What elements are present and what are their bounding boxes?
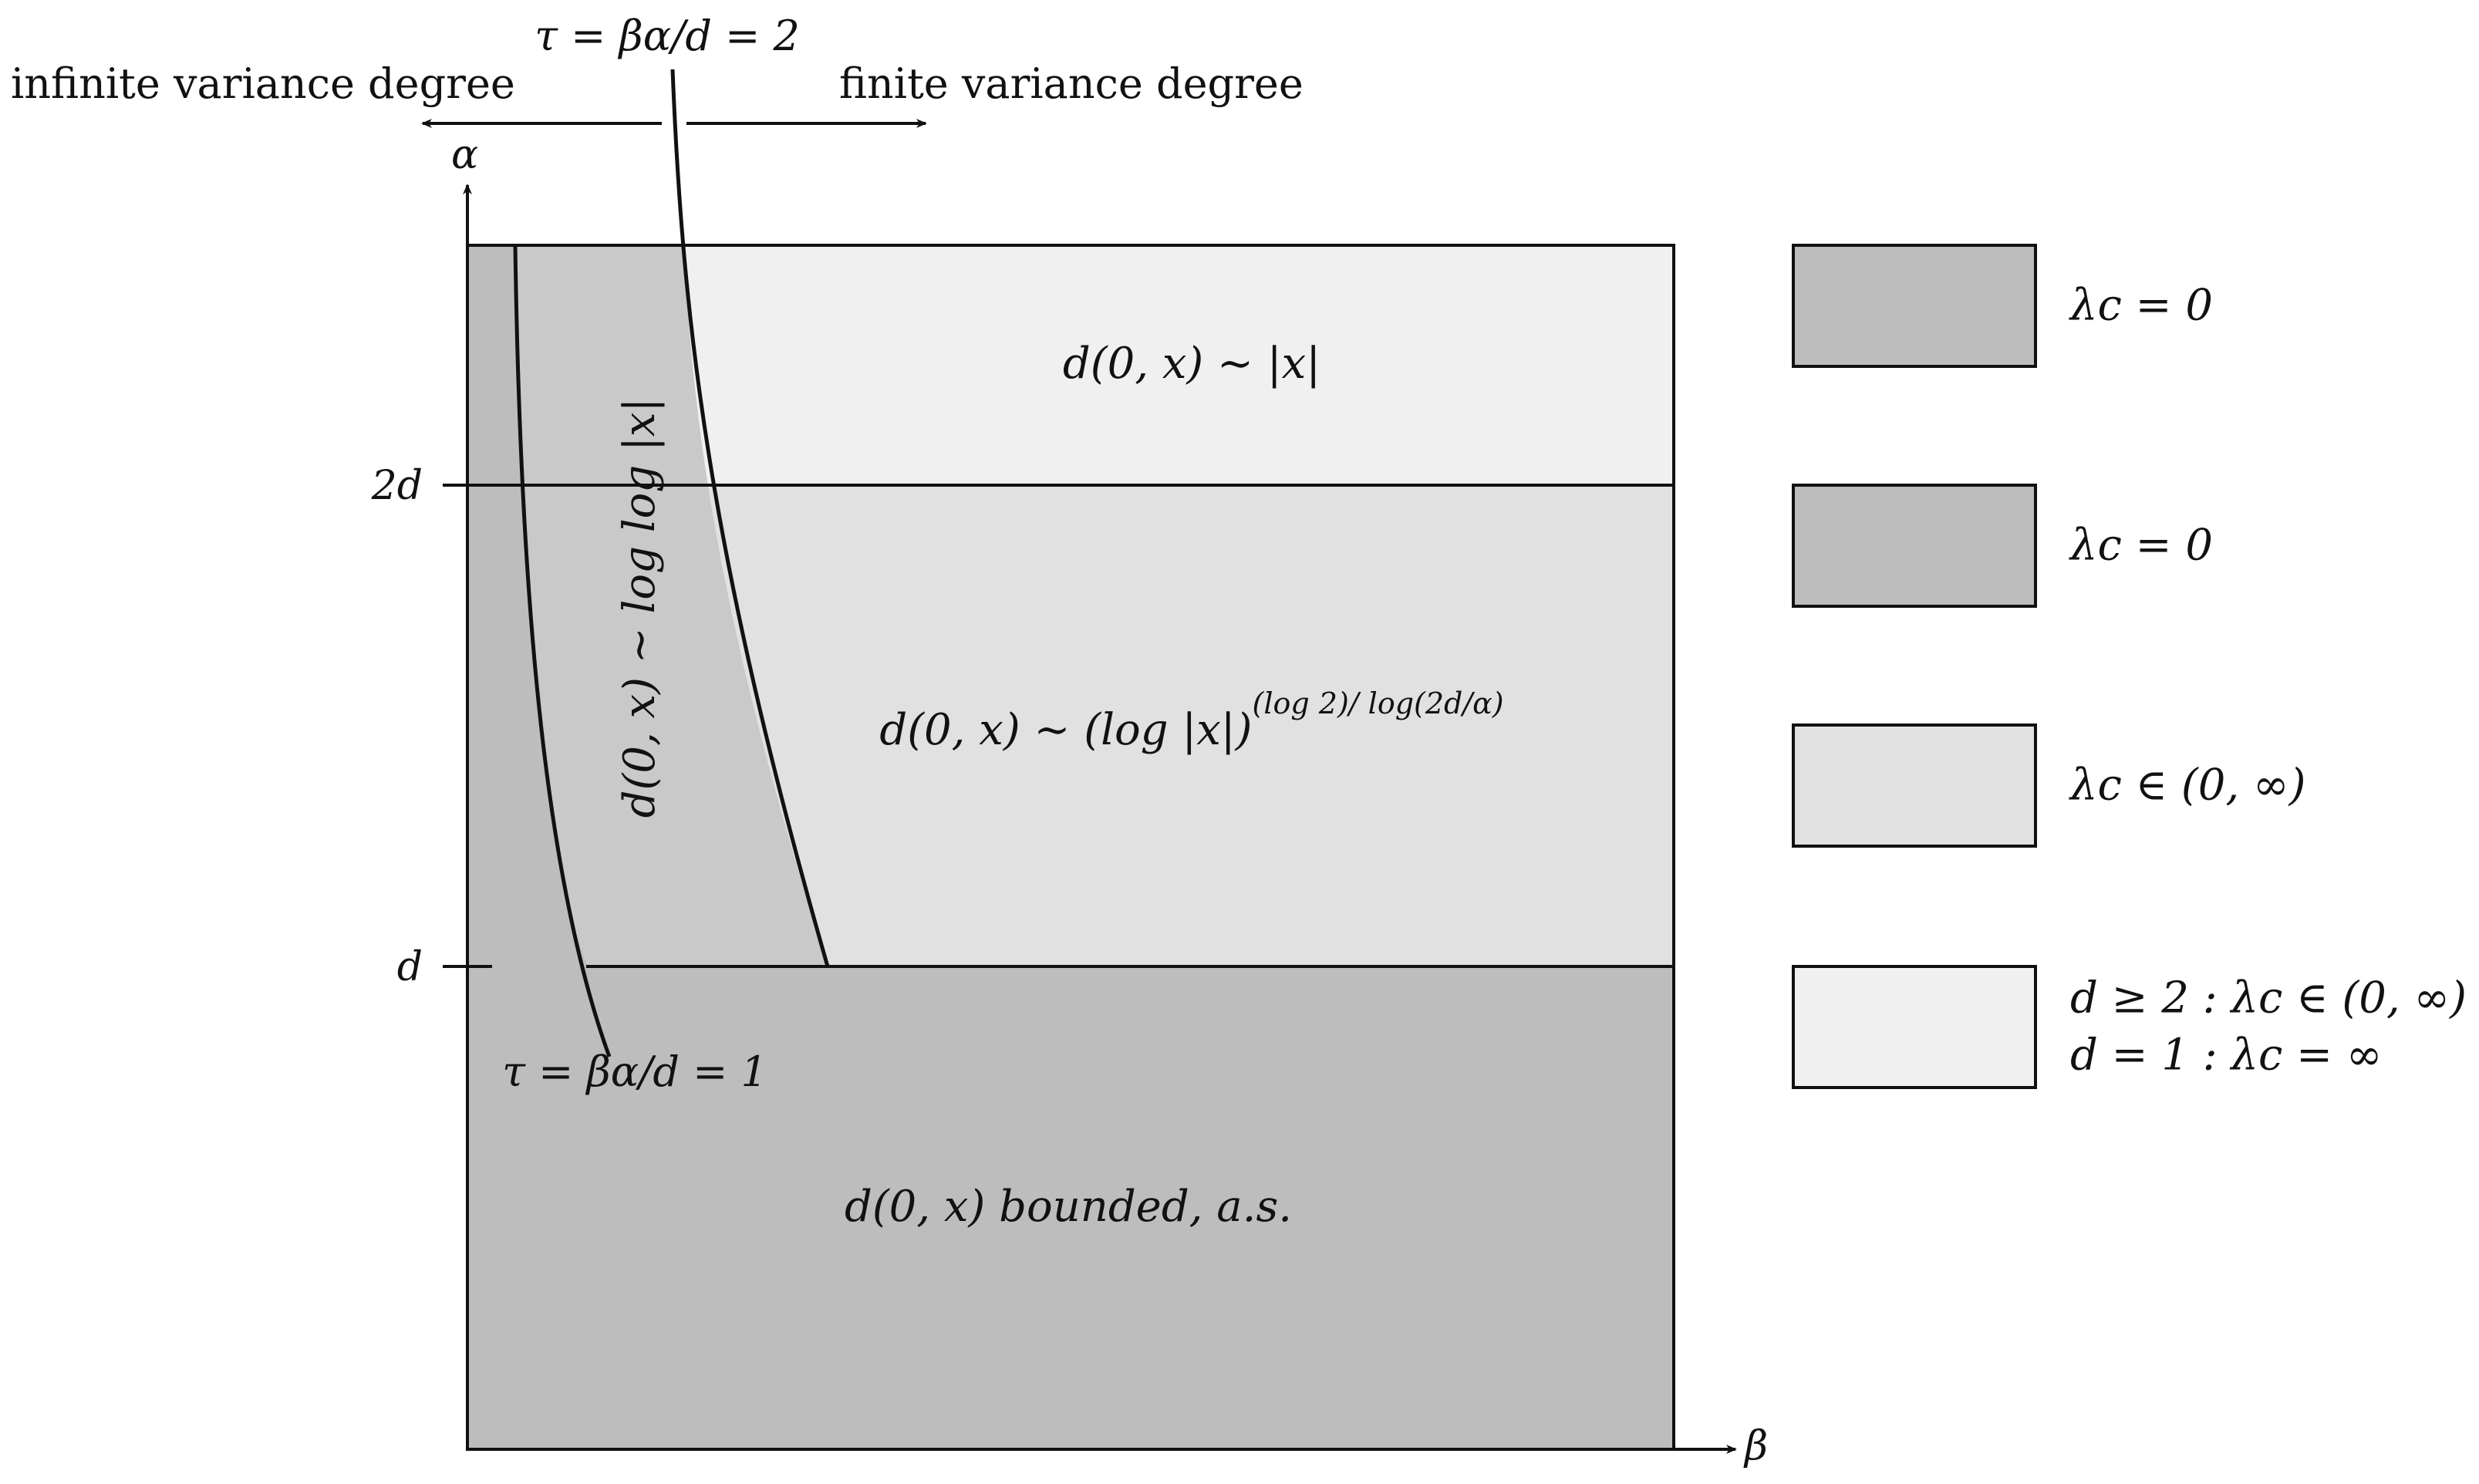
region-bottom-label: d(0, x) bounded, a.s.	[845, 1182, 1292, 1232]
curve-tau-1	[513, 245, 612, 1057]
legend: λc = 0 λc = 0 λc ∈ (0, ∞) d ≥ 2 : λc ∈ (0, …	[1792, 244, 2467, 1089]
region-strip-label: d(0, x) ∼ log log |x|	[615, 398, 665, 818]
legend-swatch-1	[1792, 244, 2037, 368]
region-middle-base: d(0, x) ∼ (log |x|)	[879, 705, 1252, 755]
legend-swatch-3	[1792, 723, 2037, 848]
legend-label-3-line-1: λc ∈ (0, ∞)	[2069, 761, 2305, 811]
y-tick-label-d: d	[397, 944, 423, 990]
legend-label-4-line-1: d ≥ 2 : λc ∈ (0, ∞)	[2070, 973, 2467, 1024]
region-left-strip-loglog	[515, 245, 828, 966]
legend-label-1-line-1: λc = 0	[2069, 281, 2213, 331]
x-axis-label: β	[1743, 1423, 1768, 1469]
y-axis-label: α	[451, 132, 478, 178]
legend-label-4-line-2: d = 1 : λc = ∞	[2070, 1030, 2383, 1081]
y-tick-label-2d: 2d	[371, 463, 423, 509]
region-top-label: d(0, x) ∼ |x|	[1063, 339, 1320, 389]
finite-variance-label: finite variance degree	[839, 59, 1304, 108]
tau-2-label: τ = βα/d = 2	[535, 12, 800, 60]
curve-tau-2	[670, 69, 830, 967]
region-bottom-bounded	[467, 966, 1674, 1449]
legend-swatch-2	[1792, 484, 2037, 608]
legend-label-2-line-1: λc = 0	[2069, 521, 2213, 571]
region-left-edge-bounded	[467, 245, 588, 966]
region-middle-exponent: (log 2)/ log(2d/α)	[1253, 686, 1504, 720]
tau-1-label: τ = βα/d = 1	[502, 1047, 767, 1096]
infinite-variance-label: infinite variance degree	[11, 59, 515, 108]
region-middle-label: d(0, x) ∼ (log |x|)(log 2)/ log(2d/α)	[879, 686, 1503, 755]
legend-swatch-4	[1792, 965, 2037, 1089]
